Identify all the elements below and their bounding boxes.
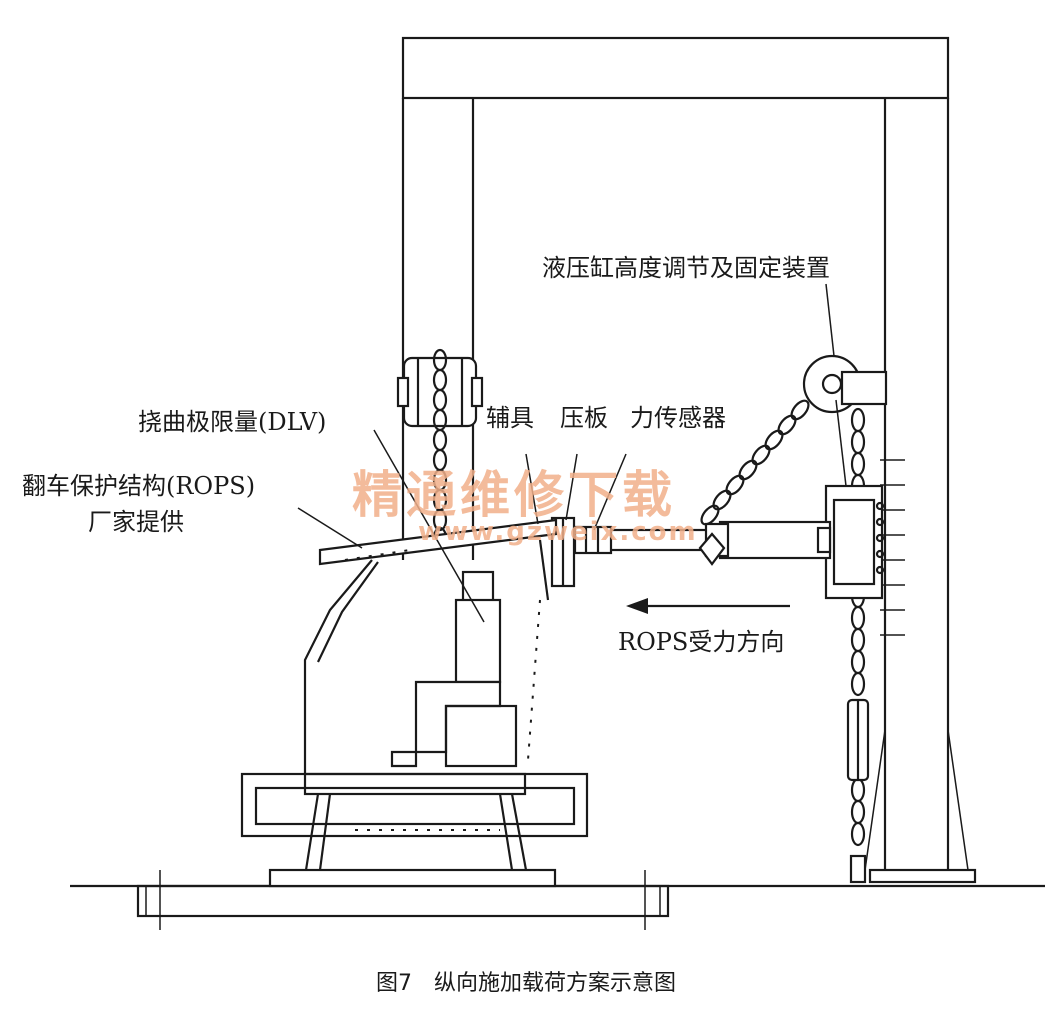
label-cylinder-adjust: 液压缸高度调节及固定装置 bbox=[542, 254, 830, 282]
watermark: 精通维修下载 www.gzweix.com bbox=[352, 466, 698, 547]
figure-caption: 图7 纵向施加载荷方案示意图 bbox=[376, 971, 676, 996]
label-pressure-plate: 压板 bbox=[560, 404, 608, 432]
column-scale bbox=[880, 459, 905, 636]
leader-lines bbox=[297, 283, 835, 623]
hydraulic-cylinder bbox=[608, 520, 832, 566]
dlv-block bbox=[390, 570, 518, 768]
cylinder-mount-bracket bbox=[824, 399, 885, 600]
force-sensor bbox=[573, 525, 613, 555]
label-rops-line1: 翻车保护结构(ROPS) bbox=[22, 472, 255, 500]
pressure-plate bbox=[550, 516, 576, 588]
portal-frame bbox=[401, 36, 977, 884]
vehicle-chassis bbox=[240, 772, 589, 888]
right-pulley bbox=[802, 354, 888, 414]
label-fixture: 辅具 bbox=[486, 404, 534, 432]
label-force-direction: ROPS受力方向 bbox=[618, 628, 784, 656]
label-force-sensor: 力传感器 bbox=[630, 404, 726, 432]
label-rops-line2: 厂家提供 bbox=[88, 508, 184, 536]
labels: 液压缸高度调节及固定装置 挠曲极限量(DLV) 辅具 压板 力传感器 翻车保护结… bbox=[22, 254, 830, 656]
label-dlv: 挠曲极限量(DLV) bbox=[138, 408, 326, 436]
diagonal-chain bbox=[700, 399, 810, 526]
ground bbox=[70, 870, 1045, 930]
force-direction-arrow bbox=[626, 598, 790, 614]
watermark-url: www.gzweix.com bbox=[418, 517, 698, 547]
left-chain bbox=[432, 348, 448, 550]
watermark-title: 精通维修下载 bbox=[352, 466, 676, 524]
turnbuckle bbox=[846, 698, 870, 884]
left-chain-pulley bbox=[396, 356, 484, 428]
